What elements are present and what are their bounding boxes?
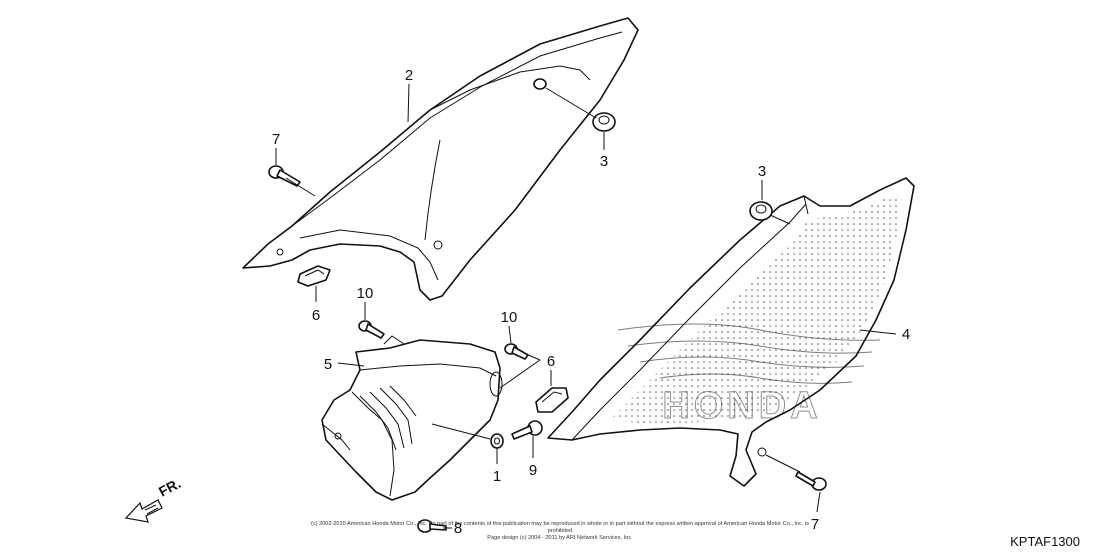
part-1-collar[interactable] [490,433,504,449]
part-2-mount-pin [533,78,547,90]
callout-9: 9 [529,462,537,479]
callout-8: 8 [454,520,462,537]
callout-3-upper: 3 [600,153,608,170]
part-3-grommet-right[interactable] [749,201,773,221]
callout-6-center: 6 [547,353,555,370]
copyright-line-2: Page design (c) 2004 - 2011 by ARI Netwo… [487,535,633,541]
callouts: 2 7 3 6 10 5 10 6 1 9 8 3 4 7 [272,67,910,537]
callout-2: 2 [405,67,413,84]
part-7-bolt-upper[interactable] [268,165,301,187]
callout-1: 1 [493,468,501,485]
callout-7-upper: 7 [272,131,280,148]
part-10-screw-right[interactable] [504,343,529,360]
part-6-rubber-left[interactable] [297,265,331,287]
copyright-line-1: (c) 2002-2010 American Honda Motor Co., … [310,521,810,534]
callout-10-right: 10 [501,309,518,326]
part-5-inner-cover[interactable] [321,335,503,501]
front-label: FR. [156,475,183,500]
watermark-text: HONDA [662,385,821,427]
callout-10-left: 10 [357,285,374,302]
copyright-notice: (c) 2002-2010 American Honda Motor Co., … [300,521,820,542]
callout-7-lower: 7 [811,516,819,533]
callout-6-left: 6 [312,307,320,324]
part-3-grommet-upper[interactable] [592,112,616,132]
part-6-rubber-center[interactable] [535,387,569,413]
part-9-bolt[interactable] [511,420,543,440]
honda-wing-watermark: HONDA [617,323,881,428]
diagram-code: KPTAF1300 [1010,534,1080,549]
callout-3-right: 3 [758,163,766,180]
leader-lines [275,83,897,529]
part-4-side-cover[interactable] [547,177,915,487]
front-direction-indicator: FR. [124,475,183,523]
callout-4: 4 [902,326,910,343]
callout-5: 5 [324,356,332,373]
front-arrow-icon [124,499,163,523]
part-10-screw-left[interactable] [358,320,385,339]
part-8-bolt[interactable] [417,519,447,533]
part-2-upper-side-cover[interactable] [242,17,639,301]
part-7-bolt-lower[interactable] [795,471,827,491]
